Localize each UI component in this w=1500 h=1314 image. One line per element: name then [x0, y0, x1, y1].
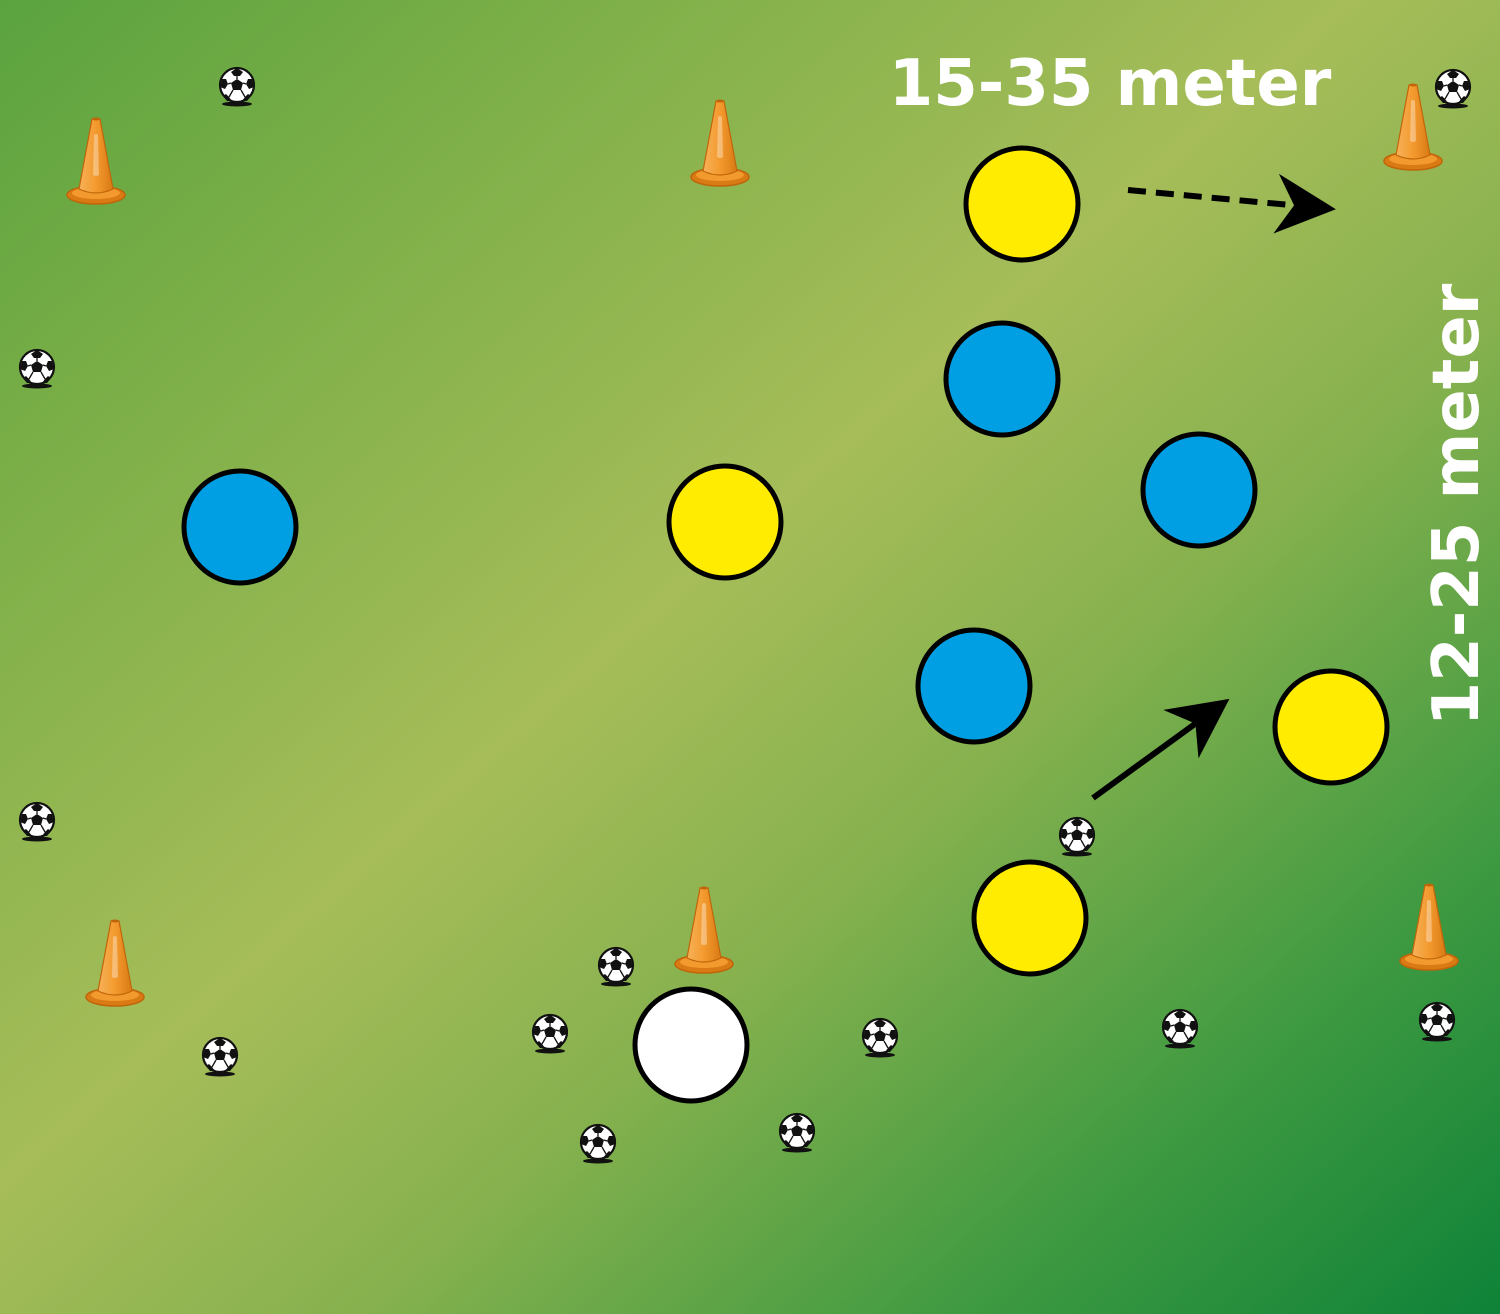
player-yellow	[1272, 668, 1390, 786]
width-label: 15-35 meter	[889, 47, 1332, 121]
player-blue	[943, 320, 1061, 438]
player-blue	[915, 627, 1033, 745]
players	[181, 145, 1390, 1104]
player-yellow	[666, 463, 784, 581]
player-yellow	[971, 859, 1089, 977]
player-blue	[181, 468, 299, 586]
length-label: 12-25 meter	[1420, 283, 1494, 726]
player-yellow	[963, 145, 1081, 263]
dashed-arrow	[1127, 173, 1336, 234]
player-blue	[1140, 431, 1258, 549]
player-neutral	[632, 986, 750, 1104]
solid-arrow	[1091, 698, 1230, 801]
